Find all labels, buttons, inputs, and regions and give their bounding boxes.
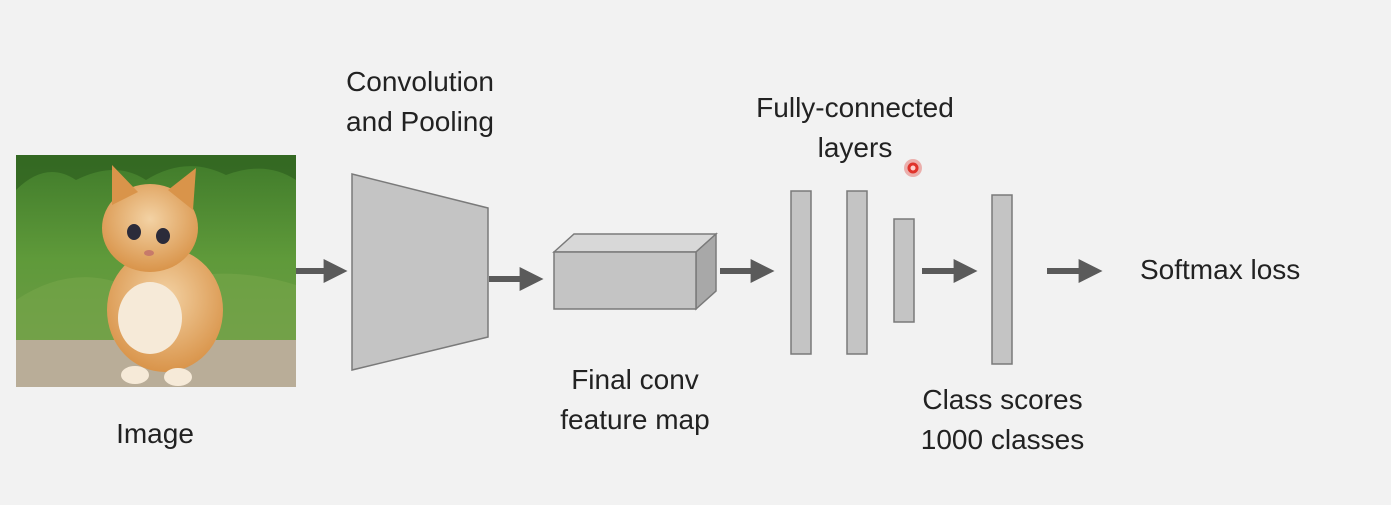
- image-label: Image: [116, 418, 194, 449]
- softmax-loss-label: Softmax loss: [1140, 254, 1301, 285]
- feature-map-label-line2: feature map: [560, 404, 710, 435]
- kitten-image: [16, 155, 296, 387]
- fc-layer-1: [790, 190, 812, 355]
- fc-layers-label: Fully-connected layers: [720, 88, 990, 168]
- feature-map-label-line1: Final conv: [571, 364, 699, 395]
- feature-map-block: [552, 232, 718, 311]
- class-scores-label-line2: 1000 classes: [920, 424, 1085, 455]
- conv-pooling-label: Convolution and Pooling: [300, 62, 540, 142]
- fc-layers-label-line2: layers: [817, 132, 893, 163]
- class-scores-label-line1: Class scores: [922, 384, 1083, 415]
- pointer-dot: [904, 159, 922, 177]
- fc-layer-2: [846, 190, 868, 355]
- fc-layer-3: [893, 218, 915, 323]
- feature-map-label: Final conv feature map: [520, 360, 750, 440]
- class-scores-layer: [991, 194, 1013, 365]
- conv-pooling-label-line2: and Pooling: [346, 106, 494, 137]
- class-scores-label: Class scores 1000 classes: [885, 380, 1120, 460]
- conv-pooling-block: [351, 173, 489, 371]
- fc-layers-label-line1: Fully-connected: [756, 92, 954, 123]
- conv-pooling-label-line1: Convolution: [346, 66, 494, 97]
